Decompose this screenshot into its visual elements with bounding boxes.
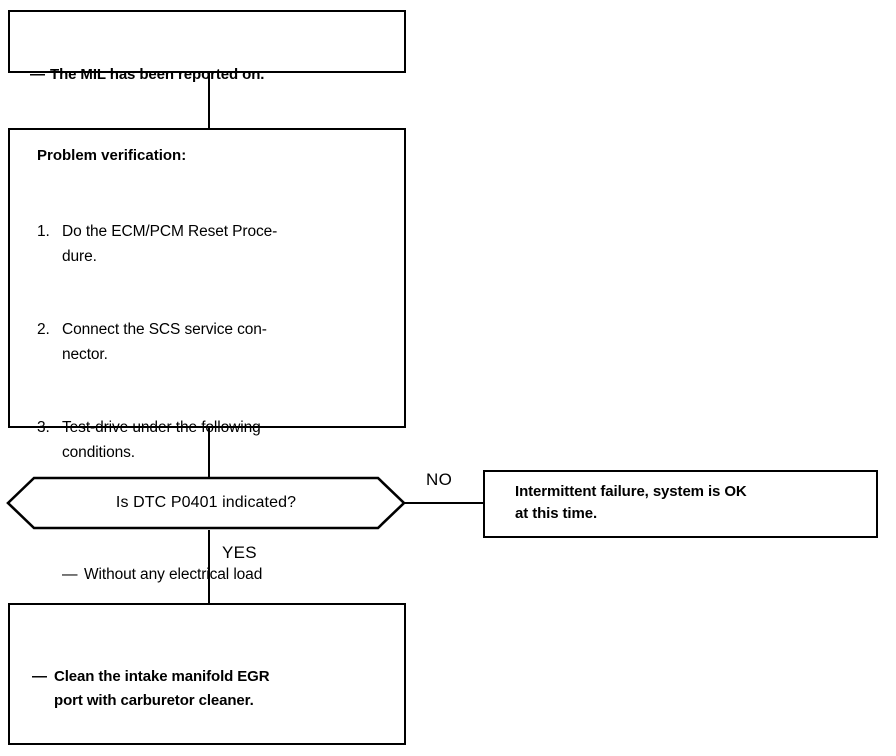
step-label: Test-drive under the following condition… — [62, 419, 261, 461]
list-item: — Clean the intake manifold EGR port wit… — [32, 665, 397, 713]
step-label: Connect the SCS service con- nector. — [62, 321, 267, 363]
list-item: — Without any electrical load — [62, 563, 392, 588]
branch-label-no: NO — [426, 470, 453, 489]
list-item: 3. Test-drive under the following condit… — [37, 416, 392, 465]
substep-label: Without any electrical load — [84, 566, 263, 583]
repair-text: — Clean the intake manifold EGR port wit… — [32, 617, 397, 756]
step-number: 2. — [37, 321, 50, 338]
verification-box — [8, 128, 406, 428]
step-label: Do the ECM/PCM Reset Proce- dure. — [62, 223, 278, 265]
dash-bullet-icon: — — [32, 668, 47, 685]
connector-verification-to-decision — [208, 428, 210, 478]
list-item-label: The MIL has been reported on. — [50, 66, 265, 83]
connector-conditions-to-verification — [208, 73, 210, 128]
list-item: 1. Do the ECM/PCM Reset Proce- dure. — [37, 220, 392, 269]
conditions-box — [8, 10, 406, 73]
connector-yes-branch — [208, 530, 210, 603]
dash-bullet-icon: — — [62, 566, 78, 583]
list-item-label: Clean the intake manifold EGR port with … — [54, 668, 270, 709]
step-number: 1. — [37, 223, 50, 240]
dash-bullet-icon: — — [30, 66, 45, 83]
list-item: — The MIL has been reported on. — [30, 64, 400, 86]
connector-no-branch — [404, 502, 485, 504]
list-item: 2. Connect the SCS service con- nector. — [37, 318, 392, 367]
verification-title: Problem verification: — [37, 147, 187, 164]
branch-label-yes: YES — [222, 543, 257, 562]
decision-hexagon: Is DTC P0401 indicated? — [6, 476, 406, 530]
repair-box — [8, 603, 406, 745]
step-number: 3. — [37, 419, 50, 436]
decision-question: Is DTC P0401 indicated? — [115, 494, 297, 511]
intermittent-text: Intermittent failure, system is OK at th… — [515, 483, 747, 522]
intermittent-box — [483, 470, 878, 538]
